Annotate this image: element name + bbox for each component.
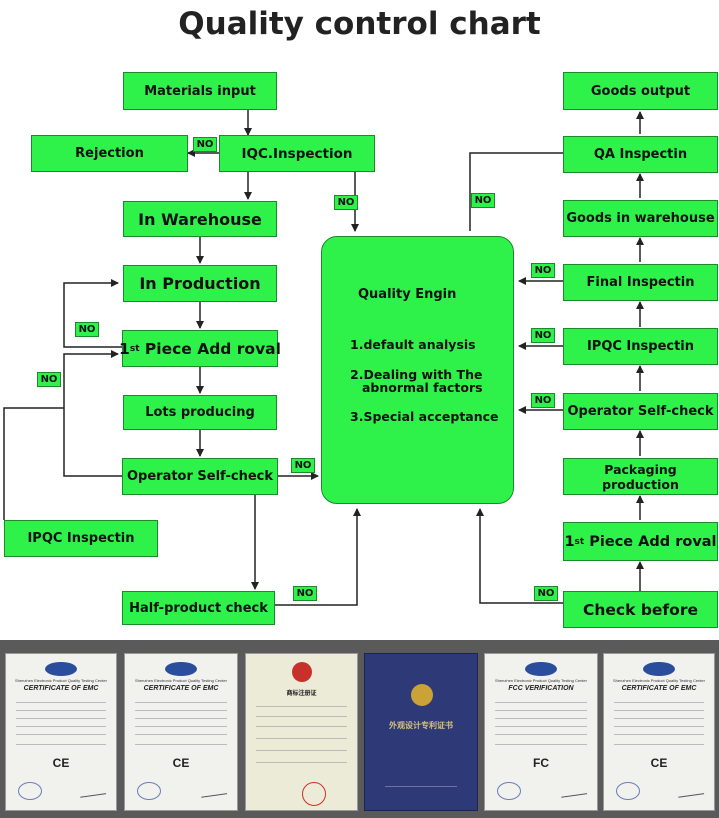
half-product-check-box: Half-product check — [122, 591, 275, 625]
certificate-title: 外观设计专利证书 — [389, 721, 453, 730]
national-emblem-icon — [292, 662, 312, 682]
no-label-final-engine: NO — [531, 263, 555, 278]
testing-center-logo-icon — [643, 662, 675, 676]
first-piece-left-number: 1 — [119, 339, 130, 358]
quality-engine-box: Quality Engin 1.default analysis 2.Deali… — [321, 236, 514, 504]
rejection-box: Rejection — [31, 135, 188, 172]
certificate-org: Shenzhen Electronic Product Quality Test… — [15, 678, 107, 683]
goods-in-warehouse-box: Goods in warehouse — [563, 200, 718, 237]
no-label-check-engine: NO — [534, 586, 558, 601]
fcc-mark: FC — [533, 756, 549, 770]
lots-producing-box: Lots producing — [123, 395, 277, 430]
seal-icon — [616, 782, 640, 800]
quality-engine-item-2b: abnormal factors — [362, 380, 483, 395]
in-production-box: In Production — [123, 265, 277, 302]
ce-mark: CE — [52, 756, 70, 770]
quality-engine-title: Quality Engin — [358, 287, 457, 302]
certificate-emc-1: Shenzhen Electronic Product Quality Test… — [5, 653, 117, 811]
arrow-loop-production — [63, 279, 122, 348]
no-label-engine-qa: NO — [471, 193, 495, 208]
arrow-check-engine — [476, 508, 563, 604]
testing-center-logo-icon — [165, 662, 197, 676]
no-label-loop-firstpiece: NO — [37, 372, 61, 387]
national-emblem-icon — [411, 684, 433, 706]
no-label-loop-production: NO — [75, 322, 99, 337]
in-warehouse-box: In Warehouse — [123, 201, 277, 237]
quality-engine-item-2a: 2.Dealing with The — [350, 367, 483, 382]
no-label-iqc-engine: NO — [334, 195, 358, 210]
certificate-org: Shenzhen Electronic Product Quality Test… — [613, 678, 705, 683]
check-before-box: Check before — [563, 591, 718, 628]
packaging-production-box: Packaging production — [563, 458, 718, 495]
final-inspection-box: Final Inspectin — [563, 264, 718, 301]
testing-center-logo-icon — [45, 662, 77, 676]
quality-engine-item-3: 3.Special acceptance — [350, 409, 499, 424]
arrow-ipqc-left — [3, 407, 64, 520]
no-label-operator-engine: NO — [291, 458, 315, 473]
first-piece-right-number: 1 — [564, 533, 575, 550]
certificate-design-patent: 外观设计专利证书 — [364, 653, 478, 811]
arrow-half-engine — [275, 508, 361, 606]
signature-icon — [560, 790, 588, 798]
arrow-loop-firstpiece — [63, 350, 122, 477]
qa-inspection-box: QA Inspectin — [563, 136, 718, 173]
certificates-strip — [0, 640, 719, 818]
page-title: Quality control chart — [178, 6, 541, 42]
ce-mark: CE — [172, 756, 190, 770]
testing-center-logo-icon — [525, 662, 557, 676]
no-label-half-engine: NO — [293, 586, 317, 601]
seal-icon — [18, 782, 42, 800]
first-piece-right-text: Piece Add roval — [584, 533, 717, 550]
no-label-operator-r-engine: NO — [531, 393, 555, 408]
flow-connectors — [3, 110, 644, 606]
seal-icon — [497, 782, 521, 800]
operator-self-check-right-box: Operator Self-check — [563, 393, 718, 430]
no-label-rejection: NO — [193, 137, 217, 152]
seal-icon — [137, 782, 161, 800]
certificate-org: Shenzhen Electronic Product Quality Test… — [135, 678, 227, 683]
certificate-title: CERTIFICATE OF EMC — [143, 685, 219, 692]
certificate-fcc: Shenzhen Electronic Product Quality Test… — [484, 653, 598, 811]
no-label-ipqc-engine: NO — [531, 328, 555, 343]
first-piece-left-text: Piece Add roval — [139, 339, 281, 358]
certificate-title: CERTIFICATE OF EMC — [621, 685, 697, 692]
first-piece-right-sup: st — [574, 536, 585, 547]
ipqc-inspection-left-box: IPQC Inspectin — [4, 520, 158, 557]
red-seal-icon — [302, 782, 326, 806]
certificate-title: CERTIFICATE OF EMC — [23, 685, 99, 692]
goods-output-box: Goods output — [563, 72, 718, 110]
certificate-org: Shenzhen Electronic Product Quality Test… — [495, 678, 587, 683]
signature-icon — [200, 790, 228, 798]
ipqc-inspection-right-box: IPQC Inspectin — [563, 328, 718, 365]
operator-self-check-left-box: Operator Self-check — [122, 458, 278, 495]
arrow-engine-qa — [469, 152, 563, 231]
ce-mark: CE — [650, 756, 668, 770]
certificate-emc-2: Shenzhen Electronic Product Quality Test… — [124, 653, 238, 811]
materials-input-box: Materials input — [123, 72, 277, 110]
first-piece-left-sup: st — [129, 343, 140, 354]
certificate-title: 商标注册证 — [286, 691, 317, 697]
certificate-trademark: 商标注册证 — [245, 653, 358, 811]
signature-icon — [79, 790, 107, 798]
certificate-emc-3: Shenzhen Electronic Product Quality Test… — [603, 653, 715, 811]
signature-icon — [677, 790, 705, 798]
certificate-title: FCC VERIFICATION — [508, 685, 574, 692]
quality-engine-item-1: 1.default analysis — [350, 337, 476, 352]
iqc-inspection-box: IQC.Inspection — [219, 135, 375, 172]
